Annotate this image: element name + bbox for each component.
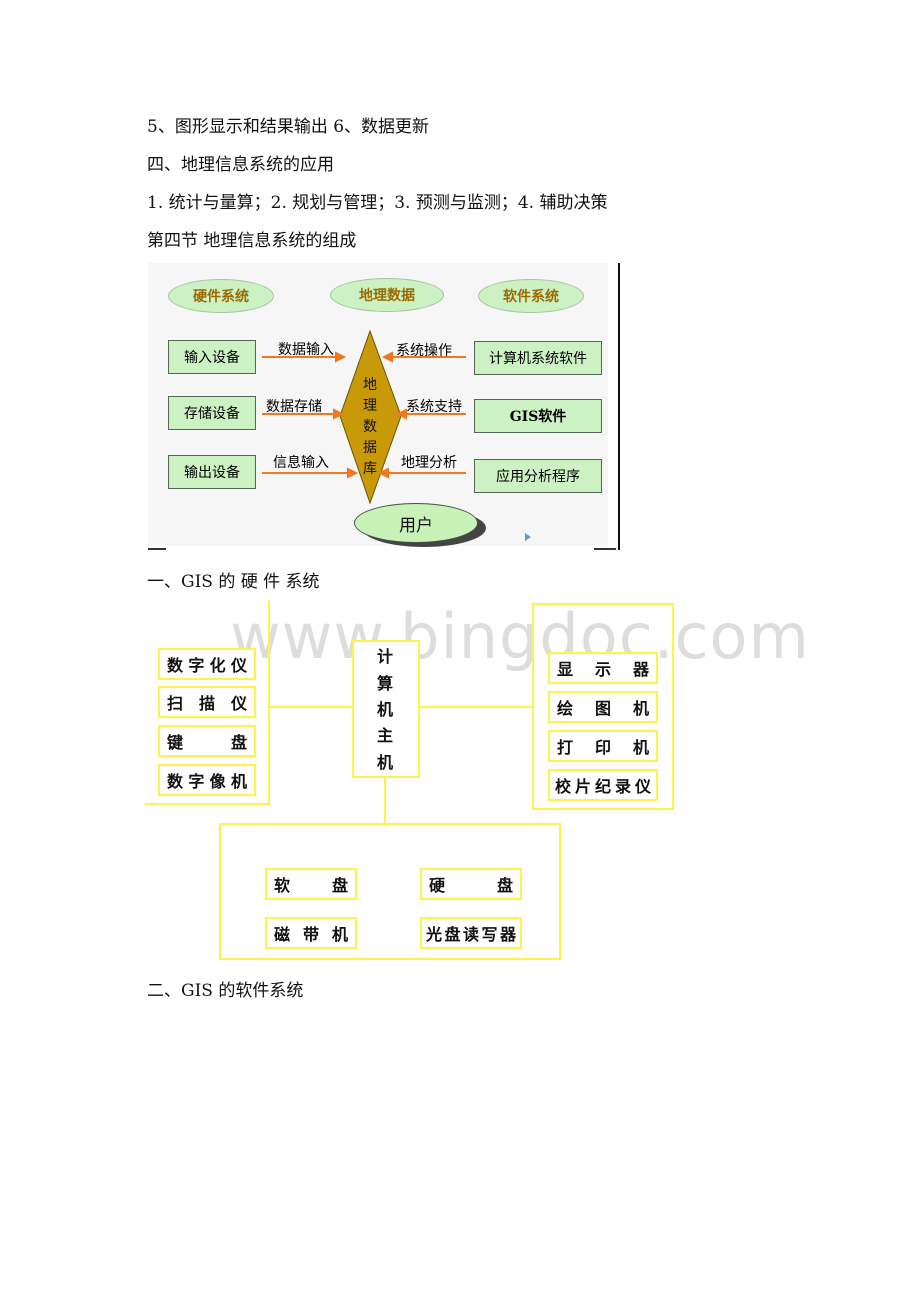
connector-line	[420, 706, 532, 708]
diagram-border-line	[618, 263, 620, 550]
device-printer: 打印机	[548, 730, 658, 762]
device-hard-disk: 硬盘	[420, 868, 522, 900]
connector-line	[270, 706, 352, 708]
geodatabase-diamond	[339, 329, 402, 505]
device-digital-camera: 数字像机	[158, 764, 256, 796]
software-heading: 二、GIS 的软件系统	[147, 981, 304, 1001]
watermark: www.bingdoc.com	[230, 600, 810, 673]
input-group-frame	[145, 600, 270, 805]
arrow-label-system-operation: 系统操作	[396, 343, 452, 359]
arrow-label-geo-analysis: 地理分析	[401, 455, 457, 471]
text-line-1: 5、图形显示和结果输出 6、数据更新	[147, 117, 430, 137]
geodatabase-label: 地 理 数 据 库	[363, 377, 377, 477]
cursor-icon	[525, 533, 531, 541]
header-hardware: 硬件系统	[168, 279, 274, 313]
diagram-corner-mark	[594, 548, 616, 550]
device-digitizer: 数字化仪	[158, 648, 256, 680]
diagram-arrows	[262, 329, 466, 505]
text-line-2: 四、地理信息系统的应用	[147, 155, 334, 175]
device-floppy: 软盘	[265, 868, 357, 900]
arrow-label-info-input: 信息输入	[273, 455, 329, 471]
gis-composition-diagram: 硬件系统 地理数据 软件系统 输入设备 存储设备 输出设备 计算机系统软件 GI…	[148, 263, 623, 550]
system-software-box: 计算机系统软件	[474, 341, 602, 375]
storage-group-frame	[219, 823, 561, 960]
arrow-label-data-storage: 数据存储	[266, 399, 322, 415]
gis-software-box: GIS软件	[474, 399, 602, 433]
output-group-frame	[532, 603, 674, 810]
device-film-recorder: 校片纪录仪	[548, 769, 658, 801]
header-geodata: 地理数据	[330, 278, 444, 312]
text-line-3: 1. 统计与量算；2. 规划与管理；3. 预测与监测；4. 辅助决策	[147, 193, 608, 213]
device-plotter: 绘图机	[548, 691, 658, 723]
arrow-label-data-input: 数据输入	[278, 342, 334, 358]
hardware-heading: 一、GIS 的 硬 件 系统	[147, 572, 320, 592]
storage-device-box: 存储设备	[168, 396, 256, 430]
device-optical-drive: 光盘读写器	[420, 917, 522, 949]
device-keyboard: 键盘	[158, 725, 256, 757]
host-computer-box	[352, 640, 420, 778]
analysis-program-box: 应用分析程序	[474, 459, 602, 493]
arrow-label-system-support: 系统支持	[406, 399, 462, 415]
connector-line	[384, 778, 386, 823]
device-tape-drive: 磁带机	[265, 917, 357, 949]
host-computer-label: 计 算 机 主 机	[376, 647, 393, 772]
user-ellipse: 用户	[354, 503, 478, 543]
output-device-box: 输出设备	[168, 455, 256, 489]
diagram-corner-mark	[148, 548, 166, 550]
input-device-box: 输入设备	[168, 340, 256, 374]
device-scanner: 扫描仪	[158, 686, 256, 718]
header-software: 软件系统	[478, 279, 584, 313]
device-display: 显示器	[548, 652, 658, 684]
section-heading: 第四节 地理信息系统的组成	[147, 231, 357, 251]
